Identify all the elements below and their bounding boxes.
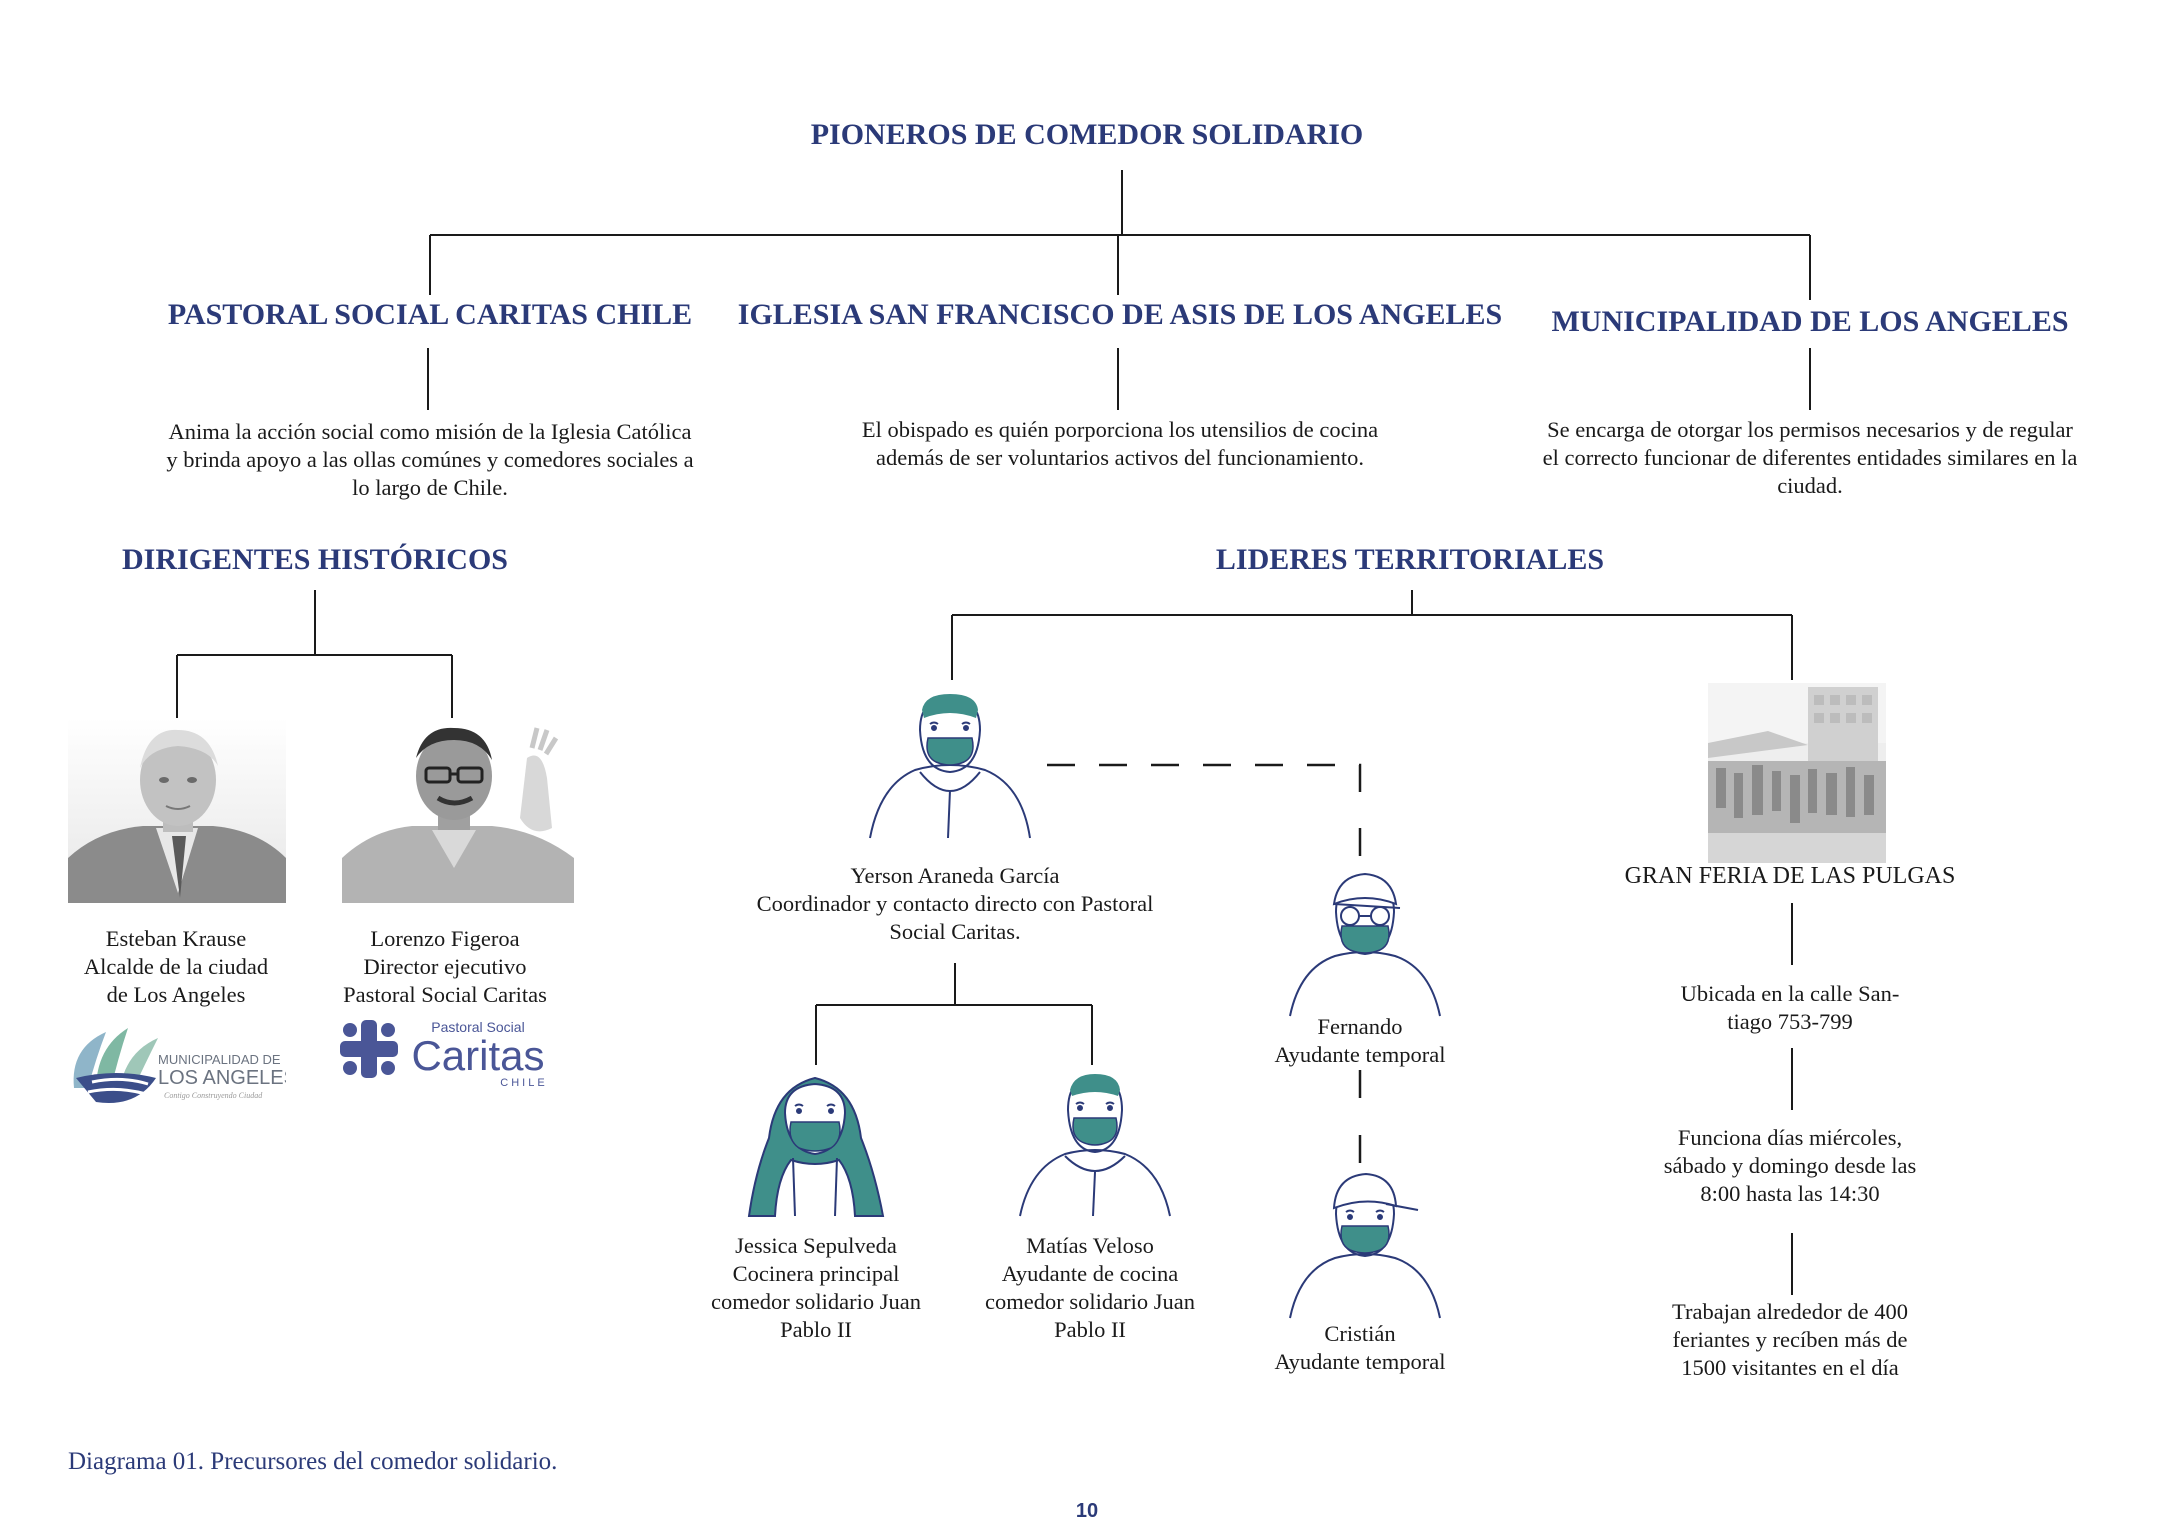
cristian-illustration	[1280, 1170, 1450, 1320]
feria-title: GRAN FERIA DE LAS PULGAS	[1580, 862, 2000, 890]
caritas-logo: Pastoral Social Caritas CHILE	[336, 1014, 560, 1094]
yerson-illustration	[860, 690, 1040, 840]
lorenzo-figeroa-photo	[342, 718, 574, 903]
pioneer-municipalidad-title: MUNICIPALIDAD DE LOS ANGELES	[1500, 305, 2120, 339]
matias-label: Matías Veloso Ayudante de cocina comedor…	[964, 1232, 1216, 1344]
diagram-title: PIONEROS DE COMEDOR SOLIDARIO	[0, 118, 2174, 152]
cristian-label: Cristián Ayudante temporal	[1220, 1320, 1500, 1376]
feria-fact-visitors: Trabajan alrededor de 400 feriantes y re…	[1620, 1298, 1960, 1382]
pioneer-caritas-description: Anima la acción social como misión de la…	[120, 418, 740, 502]
diagram-caption: Diagrama 01. Precursores del comedor sol…	[68, 1448, 557, 1476]
jessica-illustration	[735, 1068, 895, 1218]
fernando-illustration	[1280, 868, 1450, 1018]
esteban-krause-label: Esteban Krause Alcalde de la ciudad de L…	[40, 925, 312, 1009]
pioneer-iglesia-description: El obispado es quién porporciona los ute…	[810, 416, 1430, 472]
feria-fact-location: Ubicada en la calle San- tiago 753-799	[1620, 980, 1960, 1036]
jessica-label: Jessica Sepulveda Cocinera principal com…	[690, 1232, 942, 1344]
pioneer-iglesia-title: IGLESIA SAN FRANCISCO DE ASIS DE LOS ANG…	[720, 298, 1520, 332]
feria-photo	[1708, 683, 1886, 863]
esteban-krause-photo	[68, 718, 286, 903]
matias-illustration	[1010, 1068, 1180, 1218]
municipalidad-logo-tagline: Contigo Construyendo Ciudad	[164, 1091, 263, 1100]
territorial-leaders-heading: LIDERES TERRITORIALES	[1160, 543, 1660, 577]
yerson-label: Yerson Araneda García Coordinador y cont…	[690, 862, 1220, 946]
caritas-logo-main: Caritas	[411, 1032, 544, 1079]
pioneer-caritas-title: PASTORAL SOCIAL CARITAS CHILE	[130, 298, 730, 332]
caritas-logo-bottom: CHILE	[500, 1077, 547, 1089]
pioneer-municipalidad-description: Se encarga de otorgar los permisos neces…	[1500, 416, 2120, 500]
feria-fact-schedule: Funciona días miércoles, sábado y doming…	[1620, 1124, 1960, 1208]
municipalidad-logo-line2: LOS ANGELES	[158, 1067, 286, 1089]
municipalidad-logo: MUNICIPALIDAD DE LOS ANGELES Contigo Con…	[66, 1018, 286, 1106]
lorenzo-figeroa-label: Lorenzo Figeroa Director ejecutivo Pasto…	[310, 925, 580, 1009]
page-number: 10	[0, 1500, 2174, 1523]
historic-leaders-heading: DIRIGENTES HISTÓRICOS	[100, 543, 530, 577]
municipalidad-logo-line1: MUNICIPALIDAD DE	[158, 1052, 281, 1067]
fernando-label: Fernando Ayudante temporal	[1220, 1013, 1500, 1069]
